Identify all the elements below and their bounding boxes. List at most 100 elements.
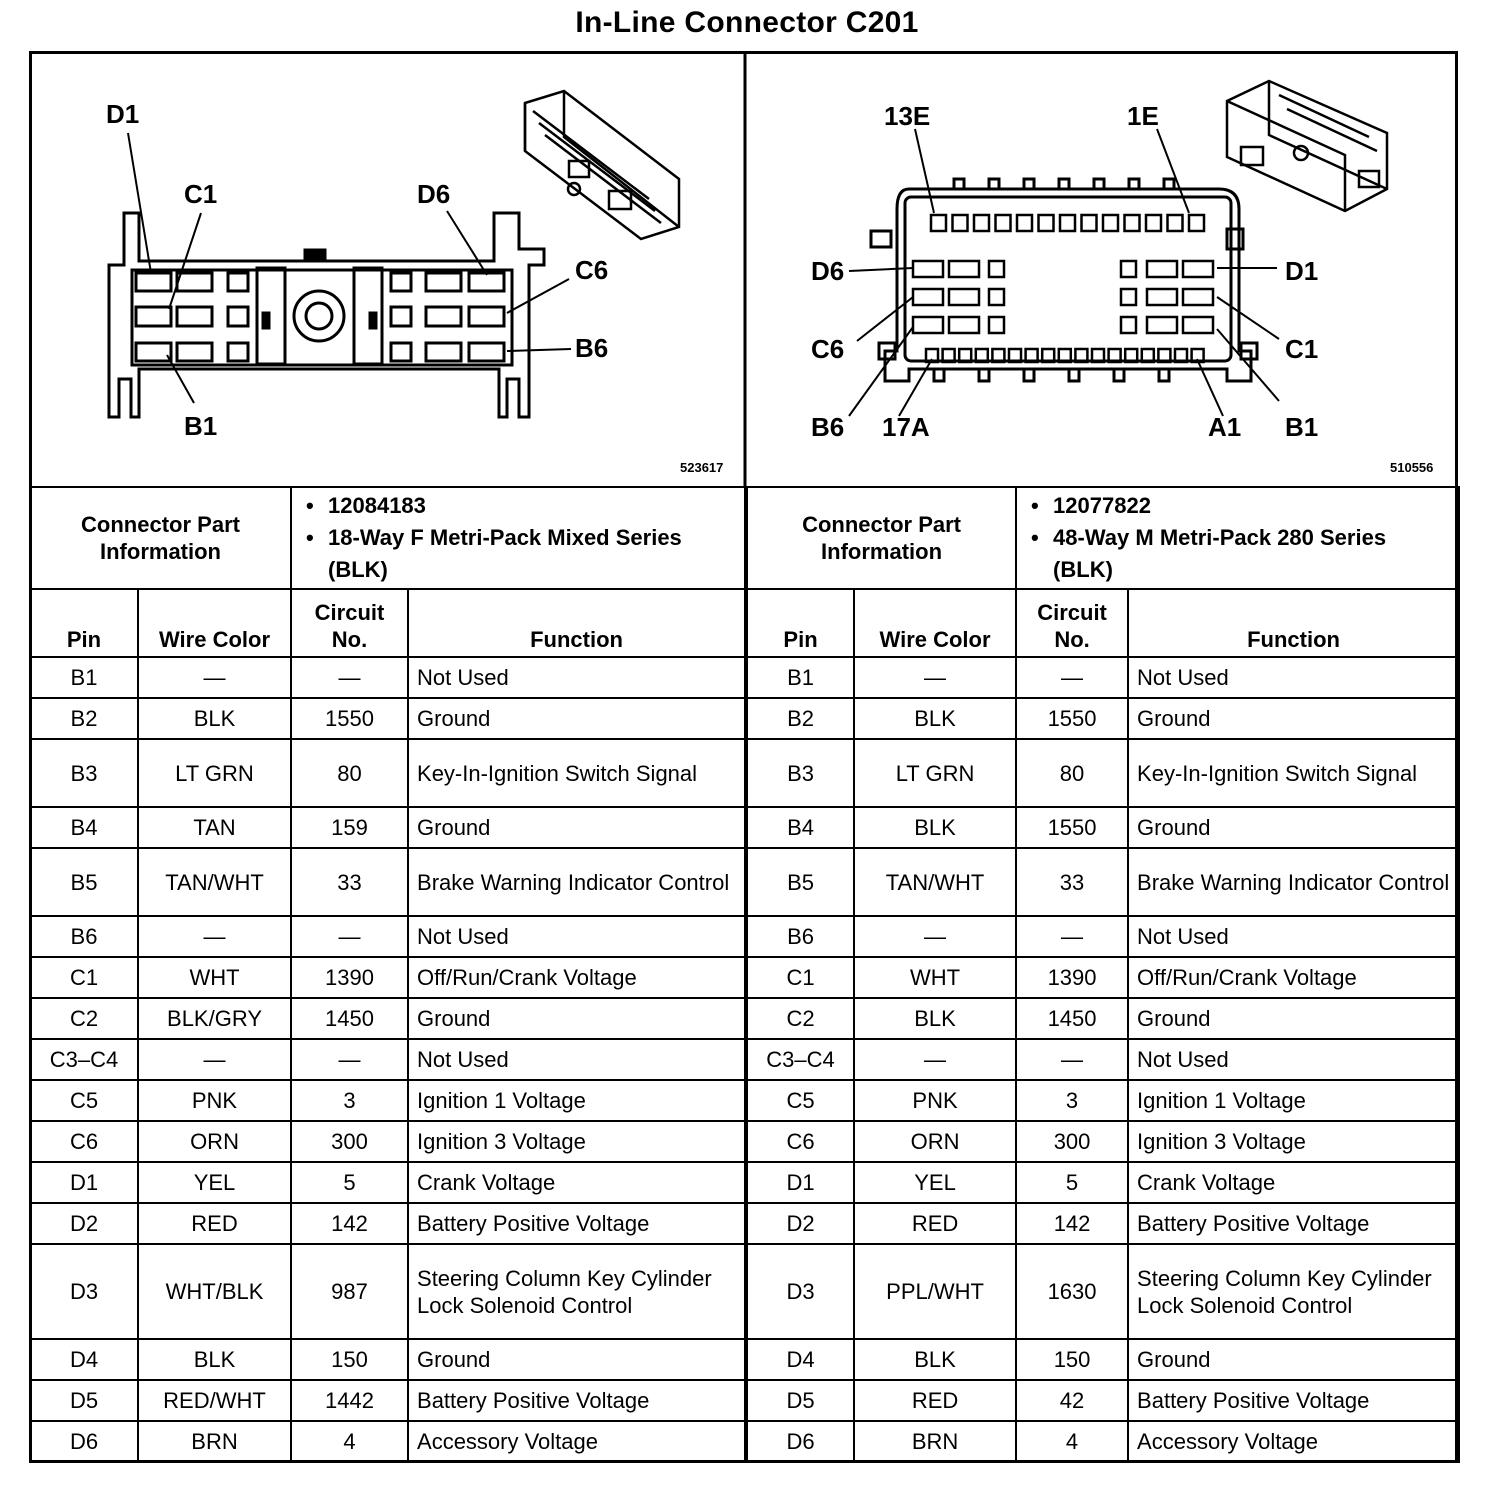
pin-cell: D5: [29, 1379, 139, 1422]
header-circuit-no: Circuit No.: [1015, 588, 1130, 658]
function-cell: Battery Positive Voltage: [1127, 1202, 1461, 1245]
circuit-cell: 142: [290, 1202, 410, 1245]
left-connector-face: [107, 132, 572, 419]
wire-color-cell: BLK: [853, 1338, 1018, 1381]
pin-cell: C6: [744, 1120, 856, 1163]
function-cell: Accessory Voltage: [1127, 1420, 1461, 1463]
circuit-cell: 5: [1015, 1161, 1130, 1204]
pin-cell: C1: [744, 956, 856, 999]
circuit-cell: 4: [290, 1420, 410, 1463]
left-callout-d1: D1: [106, 99, 139, 129]
wire-color-cell: TAN: [136, 806, 293, 849]
function-cell: Key-In-Ignition Switch Signal: [1127, 738, 1461, 808]
wire-color-cell: YEL: [136, 1161, 293, 1204]
circuit-cell: 80: [290, 738, 410, 808]
pin-cell: B3: [744, 738, 856, 808]
pin-cell: D4: [744, 1338, 856, 1381]
function-cell: Not Used: [407, 915, 748, 958]
wire-color-cell: BLK: [136, 1338, 293, 1381]
wire-color-cell: WHT/BLK: [136, 1243, 293, 1340]
wire-color-cell: RED: [853, 1202, 1018, 1245]
wire-color-cell: LT GRN: [136, 738, 293, 808]
pin-cell: D2: [744, 1202, 856, 1245]
circuit-cell: 33: [1015, 847, 1130, 917]
function-cell: Steering Column Key Cylinder Lock Soleno…: [1127, 1243, 1461, 1340]
function-cell: Not Used: [1127, 1038, 1461, 1081]
wire-color-cell: ORN: [853, 1120, 1018, 1163]
pinout-table: Connector Part Information 12084183 18-W…: [28, 486, 1461, 1463]
function-cell: Ground: [407, 697, 748, 740]
pin-cell: B5: [744, 847, 856, 917]
circuit-cell: 1550: [290, 697, 410, 740]
pin-cell: B6: [744, 915, 856, 958]
left-info-label: Connector Part Information: [28, 486, 293, 590]
pin-cell: C2: [29, 997, 139, 1040]
wire-color-cell: ORN: [136, 1120, 293, 1163]
pin-cell: B1: [744, 656, 856, 699]
function-cell: Ground: [407, 806, 748, 849]
wire-color-cell: PPL/WHT: [853, 1243, 1018, 1340]
right-callout-1e: 1E: [1127, 101, 1159, 131]
pin-cell: D5: [744, 1379, 856, 1422]
pin-cell: C2: [744, 997, 856, 1040]
right-callout-b1: B1: [1285, 412, 1318, 442]
pin-cell: B2: [744, 697, 856, 740]
circuit-cell: 3: [1015, 1079, 1130, 1122]
circuit-cell: 1450: [290, 997, 410, 1040]
pin-cell: B1: [29, 656, 139, 699]
function-cell: Crank Voltage: [407, 1161, 748, 1204]
pin-cell: C3–C4: [29, 1038, 139, 1081]
right-connector-3d-icon: [1225, 79, 1389, 213]
wire-color-cell: RED: [853, 1379, 1018, 1422]
wire-color-cell: PNK: [136, 1079, 293, 1122]
function-cell: Steering Column Key Cylinder Lock Soleno…: [407, 1243, 748, 1340]
wire-color-cell: —: [853, 656, 1018, 699]
header-function: Function: [1127, 588, 1461, 658]
left-callout-b1: B1: [184, 411, 217, 441]
left-connector-3d-icon: [523, 89, 681, 241]
left-part-description: 18-Way F Metri-Pack Mixed Series (BLK): [300, 522, 736, 586]
wire-color-cell: BRN: [136, 1420, 293, 1463]
wire-color-cell: TAN/WHT: [136, 847, 293, 917]
pin-cell: B2: [29, 697, 139, 740]
wire-color-cell: WHT: [136, 956, 293, 999]
left-part-number: 12084183: [300, 490, 736, 522]
pin-cell: D1: [29, 1161, 139, 1204]
pin-cell: C6: [29, 1120, 139, 1163]
circuit-cell: 3: [290, 1079, 410, 1122]
pin-cell: C1: [29, 956, 139, 999]
wire-color-cell: LT GRN: [853, 738, 1018, 808]
circuit-cell: 1550: [1015, 697, 1130, 740]
connector-diagrams: D1 C1 D6 C6 B6 B1: [29, 51, 1458, 487]
function-cell: Not Used: [1127, 656, 1461, 699]
pin-cell: D6: [29, 1420, 139, 1463]
right-part-description: 48-Way M Metri-Pack 280 Series (BLK): [1025, 522, 1450, 586]
right-callout-a1: A1: [1208, 412, 1241, 442]
function-cell: Battery Positive Voltage: [407, 1202, 748, 1245]
pin-cell: D6: [744, 1420, 856, 1463]
circuit-cell: 1550: [1015, 806, 1130, 849]
circuit-cell: 1390: [290, 956, 410, 999]
left-callout-labels: D1 C1 D6 C6 B6 B1: [106, 99, 608, 441]
header-circuit-no: Circuit No.: [290, 588, 410, 658]
right-callout-labels: 13E 1E D6 D1 C6 C1 B6 17A A1 B1: [811, 101, 1318, 442]
circuit-cell: 300: [290, 1120, 410, 1163]
pin-cell: B6: [29, 915, 139, 958]
function-cell: Ground: [1127, 806, 1461, 849]
right-callout-d1: D1: [1285, 256, 1318, 286]
function-cell: Ignition 3 Voltage: [407, 1120, 748, 1163]
left-info-list: 12084183 18-Way F Metri-Pack Mixed Serie…: [290, 486, 748, 590]
right-callout-b6: B6: [811, 412, 844, 442]
function-cell: Ground: [1127, 697, 1461, 740]
function-cell: Ignition 3 Voltage: [1127, 1120, 1461, 1163]
right-callout-c6: C6: [811, 334, 844, 364]
